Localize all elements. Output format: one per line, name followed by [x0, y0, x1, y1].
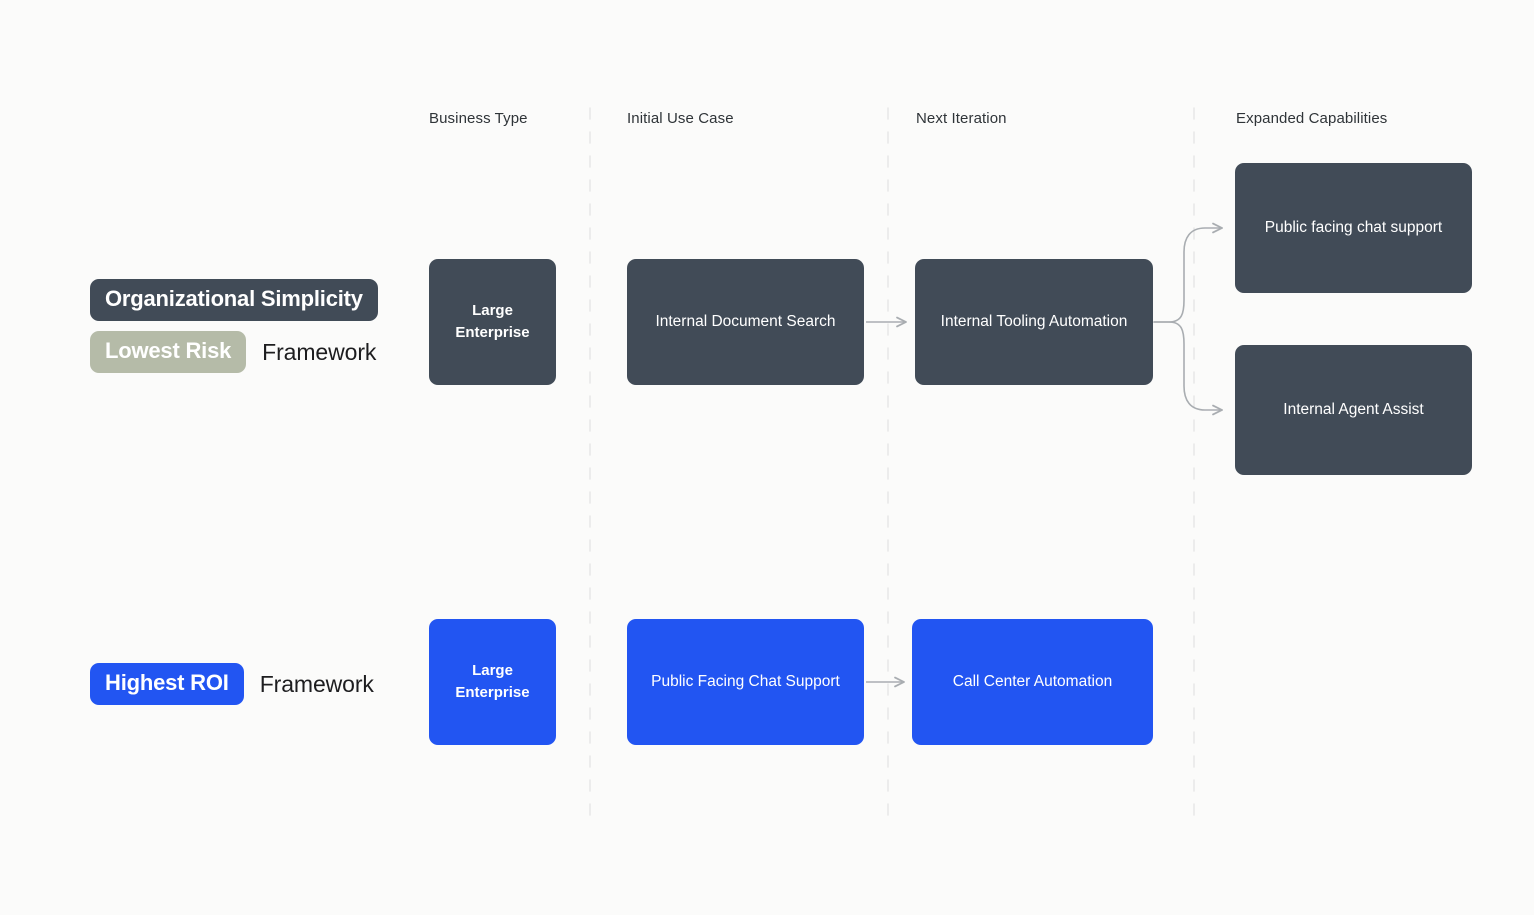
column-header-initial-use-case: Initial Use Case: [627, 110, 734, 127]
node-public-facing-chat-support[interactable]: Public facing chat support: [1235, 163, 1472, 293]
framework-label-highest-roi: Highest ROI Framework: [90, 663, 374, 705]
node-public-facing-chat-support-blue[interactable]: Public Facing Chat Support: [627, 619, 864, 745]
node-call-center-automation[interactable]: Call Center Automation: [912, 619, 1153, 745]
framework-tail-label-bottom: Framework: [259, 670, 374, 697]
badge-highest-roi: Highest ROI: [90, 663, 244, 705]
badge-organizational-simplicity: Organizational Simplicity: [90, 279, 378, 321]
node-internal-document-search[interactable]: Internal Document Search: [627, 259, 864, 385]
node-large-enterprise-blue[interactable]: Large Enterprise: [429, 619, 556, 745]
node-internal-agent-assist[interactable]: Internal Agent Assist: [1235, 345, 1472, 475]
column-header-next-iteration: Next Iteration: [916, 110, 1007, 127]
badge-row-highest-roi: Highest ROI Framework: [90, 663, 374, 705]
arrow-tooling-to-agent-assist: [1153, 321, 1223, 416]
framework-tail-label-top: Framework: [262, 338, 377, 365]
arrow-tooling-to-public-chat: [1153, 222, 1223, 323]
framework-label-organizational-simplicity: Organizational Simplicity Lowest Risk Fr…: [90, 279, 378, 373]
badge-lowest-risk: Lowest Risk: [90, 331, 247, 373]
node-internal-tooling-automation[interactable]: Internal Tooling Automation: [915, 259, 1153, 385]
badge-row-primary: Organizational Simplicity: [90, 279, 378, 321]
column-header-expanded-capabilities: Expanded Capabilities: [1236, 110, 1388, 127]
column-header-business-type: Business Type: [429, 110, 528, 127]
node-large-enterprise-dark[interactable]: Large Enterprise: [429, 259, 556, 385]
badge-row-secondary: Lowest Risk Framework: [90, 331, 376, 373]
